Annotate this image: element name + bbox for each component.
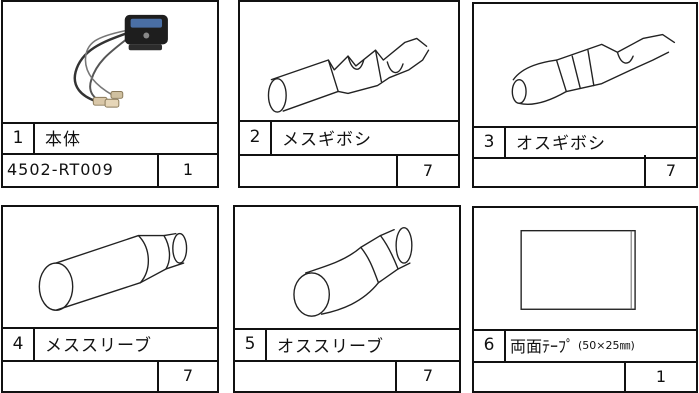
- part-info-row-6: 1: [474, 361, 696, 391]
- male-sleeve-image: [293, 227, 413, 317]
- part-quantity-3: 7: [644, 155, 696, 186]
- double-sided-tape-image: [520, 229, 636, 310]
- part-image-3: [474, 4, 696, 128]
- part-name-row-4: 4 メススリーブ: [3, 327, 217, 362]
- part-number-1: 1: [3, 122, 35, 153]
- part-code-4: [3, 360, 7, 391]
- part-info-row-1: 4502-RT009 1: [3, 153, 217, 186]
- part-name-row-5: 5 オススリーブ: [235, 328, 459, 362]
- part-name-6-text: 両面ﾃｰﾌﾟ: [510, 337, 575, 356]
- female-sleeve-image: [38, 232, 188, 311]
- part-number-5: 5: [235, 328, 267, 360]
- part-code-5: [235, 360, 239, 391]
- part-card-6: 6 両面ﾃｰﾌﾟ (50×25㎜) 1: [472, 206, 698, 393]
- part-image-5: [235, 207, 459, 330]
- part-code-1: 4502-RT009: [7, 160, 114, 179]
- part-card-1: 1 本体 4502-RT009 1: [1, 0, 219, 188]
- part-quantity-1: 1: [157, 153, 217, 186]
- part-info-row-2: 7: [240, 154, 458, 186]
- part-name-6: 両面ﾃｰﾌﾟ (50×25㎜): [506, 329, 696, 361]
- part-code-3: [474, 155, 478, 186]
- part-image-6: [474, 208, 696, 331]
- part-code-2: [240, 154, 244, 186]
- part-image-1: [3, 2, 217, 124]
- part-info-row-5: 7: [235, 360, 459, 391]
- part-card-3: 3 オスギボシ 7: [472, 2, 698, 188]
- part-name-4: メススリーブ: [45, 336, 152, 356]
- part-name-1: 本体: [45, 130, 81, 150]
- part-name-6-size: (50×25㎜): [578, 339, 635, 352]
- part-number-6: 6: [474, 329, 506, 361]
- part-card-4: 4 メススリーブ 7: [1, 205, 219, 393]
- female-terminal-image: [267, 37, 430, 113]
- part-name-row-3: 3 オスギボシ: [474, 126, 696, 159]
- part-info-row-4: 7: [3, 360, 217, 391]
- part-name-row-1: 1 本体: [3, 122, 217, 155]
- part-quantity-2: 7: [396, 154, 458, 186]
- part-name-row-2: 2 メスギボシ: [240, 120, 458, 156]
- part-card-5: 5 オススリーブ 7: [233, 205, 461, 393]
- part-info-row-3: 7: [474, 155, 696, 186]
- part-image-4: [3, 207, 217, 329]
- part-number-3: 3: [474, 126, 506, 157]
- part-number-4: 4: [3, 327, 35, 360]
- male-terminal-image: [511, 33, 676, 105]
- part-name-3: オスギボシ: [516, 134, 606, 154]
- part-quantity-6: 1: [624, 361, 696, 391]
- part-code-6: [474, 361, 478, 391]
- part-number-2: 2: [240, 120, 272, 154]
- controller-unit-image: [73, 14, 168, 108]
- part-name-5: オススリーブ: [277, 336, 384, 357]
- part-name-row-6: 6 両面ﾃｰﾌﾟ (50×25㎜): [474, 329, 696, 363]
- part-card-2: 2 メスギボシ 7: [238, 0, 460, 188]
- part-quantity-4: 7: [157, 360, 217, 391]
- part-quantity-5: 7: [395, 360, 459, 391]
- part-image-2: [240, 2, 458, 122]
- part-name-2: メスギボシ: [282, 129, 372, 150]
